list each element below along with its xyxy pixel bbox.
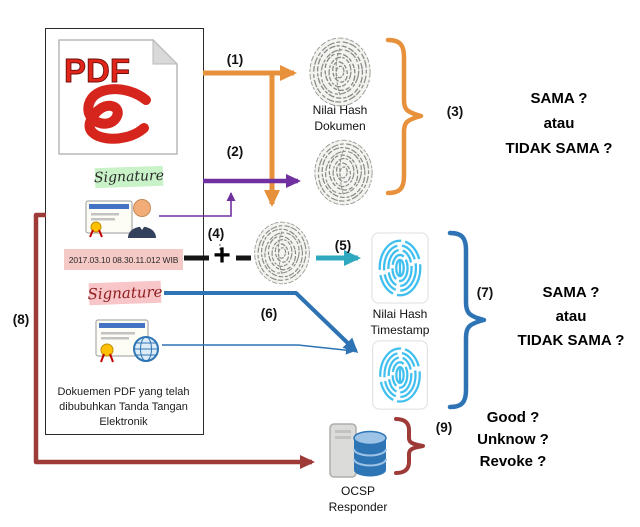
step-label-6: (6) [260, 306, 278, 321]
step-label-5: (5) [334, 238, 352, 253]
outcome-ocsp-result: Good ? Unknow ? Revoke ? [477, 409, 549, 471]
timestamp-value: 2017.03.10 08.30.11.012 WIB [64, 249, 183, 270]
signature-pink-text: Signature [87, 282, 163, 304]
step-label-3: (3) [446, 104, 464, 119]
fingerprint-combined-hash [253, 221, 311, 285]
fingerprint-document-hash-bottom [314, 139, 373, 206]
hash-timestamp-label: Nilai Hash Timestamp [370, 307, 430, 338]
hash-dokumen-label: Nilai Hash Dokumen [312, 103, 368, 134]
brace-compare-document [385, 37, 424, 196]
step-label-4: (4) [207, 226, 225, 241]
fingerprint-timestamp-hash-bottom [371, 340, 429, 410]
fingerprint-timestamp-hash-top [371, 231, 429, 305]
brace-ocsp-result [394, 417, 425, 475]
pdf-folded-corner [152, 38, 179, 65]
certificate-globe-icon [94, 318, 162, 364]
certificate-person-icon [85, 196, 157, 238]
outcome-compare-timestamp: SAMA ? atau TIDAK SAMA ? [517, 284, 625, 349]
signature-image-green: Signature [93, 165, 165, 189]
outcome-compare-document: SAMA ? atau TIDAK SAMA ? [505, 90, 613, 158]
step-label-7: (7) [476, 285, 494, 300]
brace-compare-timestamp [447, 230, 487, 410]
step-label-9: (9) [435, 420, 453, 435]
pdf-label: PDF [64, 52, 130, 89]
ocsp-server-icon [329, 423, 387, 478]
signature-green-text: Signature [93, 167, 165, 187]
step-label-1: (1) [226, 52, 244, 67]
adobe-swoosh-icon [83, 84, 151, 144]
step-label-2: (2) [226, 144, 244, 159]
ocsp-responder-label: OCSP Responder [328, 484, 388, 515]
fingerprint-document-hash-top [309, 37, 371, 107]
caption-text: Dokuemen PDF yang telah dibubuhkan Tanda… [57, 386, 190, 428]
document-box-caption: Dokuemen PDF yang telah dibubuhkan Tanda… [51, 385, 196, 430]
plus-combine-symbol: + [213, 239, 231, 272]
pdf-icon: PDF [56, 38, 180, 156]
step-label-8: (8) [12, 312, 30, 327]
timestamp-text: 2017.03.10 08.30.11.012 WIB [68, 254, 179, 265]
signature-image-pink: Signature [87, 280, 163, 306]
